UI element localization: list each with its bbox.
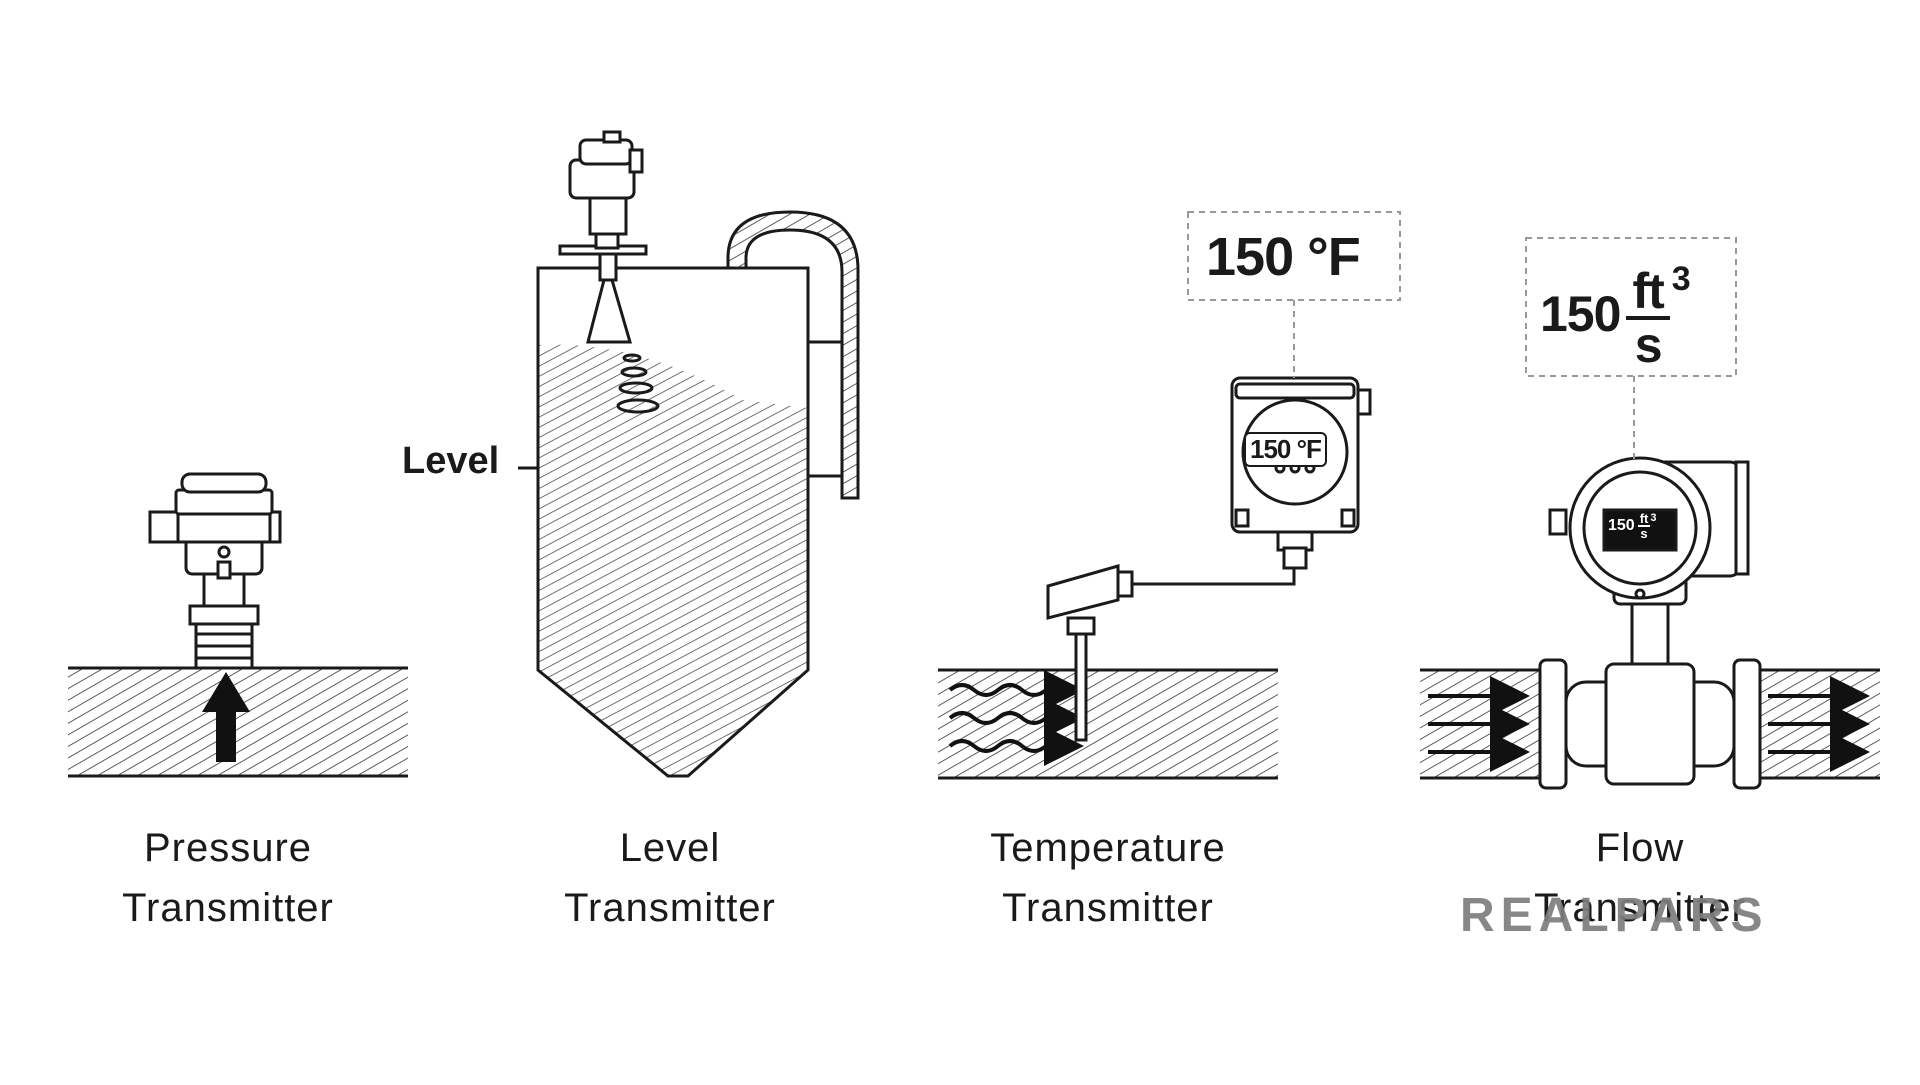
temperature-probe <box>1046 564 1296 742</box>
level-caption-line-1: Level <box>619 826 721 870</box>
flow-value: 150 <box>1540 286 1621 343</box>
flow-meter-body <box>1538 456 1762 790</box>
brand-watermark: REALPARS <box>1460 889 1769 942</box>
flow-display-denominator: s <box>1640 526 1648 541</box>
level-caption-line-2: Transmitter <box>564 886 776 930</box>
flow-units-numerator: ft <box>1626 266 1670 320</box>
flow-units-denominator: s <box>1634 317 1663 373</box>
flow-readout-box <box>1525 237 1737 460</box>
temperature-caption-line-2: Transmitter <box>1002 886 1214 930</box>
pressure-transmitter-caption: Pressure Transmitter <box>68 818 388 938</box>
pressure-caption-line-2: Transmitter <box>122 886 334 930</box>
level-label: Level <box>402 440 500 482</box>
temperature-display: 150 °F <box>1244 432 1327 467</box>
pressure-arrow <box>202 672 250 762</box>
flow-display-value: 150 <box>1608 517 1635 535</box>
flow-display-numerator: ft <box>1637 511 1651 527</box>
temperature-caption-line-1: Temperature <box>990 826 1226 870</box>
pressure-transmitter-device <box>148 472 282 670</box>
radar-level-transmitter <box>558 130 660 414</box>
flow-caption-line-2: Transmitter <box>1534 886 1746 930</box>
silo-bypass-pipe <box>726 210 860 500</box>
temperature-readout-box <box>1187 211 1401 378</box>
temperature-transmitter-housing <box>1230 376 1372 570</box>
temperature-reading: 150 °F <box>1206 227 1361 287</box>
flow-arrows <box>1428 676 1870 772</box>
temperature-transmitter-caption: Temperature Transmitter <box>948 818 1268 938</box>
level-transmitter-caption: Level Transmitter <box>510 818 830 938</box>
flow-caption-line-1: Flow <box>1595 826 1685 870</box>
flow-display-exponent: 3 <box>1650 512 1657 524</box>
silo-tank <box>518 266 810 778</box>
temperature-flow-waves <box>948 670 1084 766</box>
flow-transmitter-caption: Flow Transmitter <box>1480 818 1800 938</box>
flow-units-exponent: 3 <box>1671 260 1691 298</box>
temperature-pipe <box>938 668 1278 780</box>
pressure-pipe <box>68 666 408 778</box>
pressure-caption-line-1: Pressure <box>143 826 313 870</box>
